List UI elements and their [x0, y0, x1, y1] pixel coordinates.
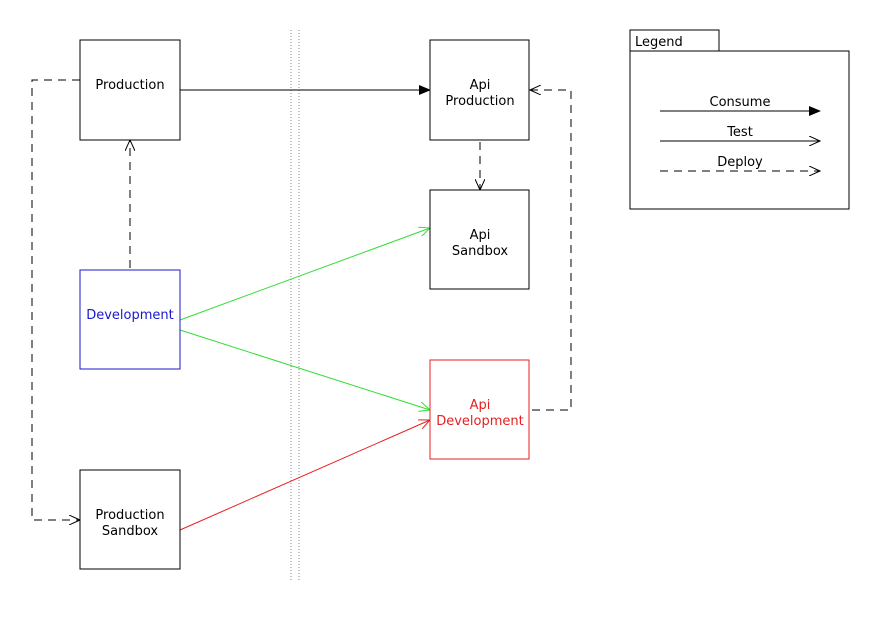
node-production-sandbox-label-line1: Production	[95, 508, 164, 523]
node-development-label: Development	[86, 308, 174, 323]
edge-development-to-api-development	[179, 329, 430, 410]
node-production-sandbox-label-line2: Sandbox	[102, 524, 159, 539]
legend-deploy-label: Deploy	[717, 155, 763, 170]
node-api-sandbox[interactable]: Api Sandbox	[429, 189, 530, 290]
edge-production-to-production-sandbox	[31, 79, 80, 520]
node-api-production[interactable]: Api Production	[429, 39, 530, 141]
legend-consume-label: Consume	[710, 95, 771, 110]
node-api-sandbox-label-line1: Api	[470, 228, 491, 243]
legend-box	[629, 50, 850, 210]
node-api-development[interactable]: Api Development	[429, 359, 530, 460]
legend-title: Legend	[635, 35, 683, 50]
node-development[interactable]: Development	[79, 269, 181, 370]
edge-production-sandbox-to-api-development	[179, 420, 430, 531]
node-api-sandbox-label-line2: Sandbox	[452, 244, 509, 259]
edge-development-to-api-sandbox	[179, 228, 430, 321]
node-api-development-label-line1: Api	[470, 398, 491, 413]
node-api-production-label-line1: Api	[470, 78, 491, 93]
boundary-separator	[290, 30, 300, 580]
node-api-production-label-line2: Production	[445, 94, 514, 109]
legend-test-label: Test	[726, 125, 753, 140]
node-production-sandbox[interactable]: Production Sandbox	[79, 469, 181, 570]
legend: Legend Consume Test Deploy	[629, 29, 850, 210]
edges	[31, 79, 572, 531]
node-api-development-label-line2: Development	[436, 414, 524, 429]
node-production[interactable]: Production	[79, 39, 181, 141]
node-production-label: Production	[95, 78, 164, 93]
edge-api-development-to-api-production	[530, 90, 572, 411]
